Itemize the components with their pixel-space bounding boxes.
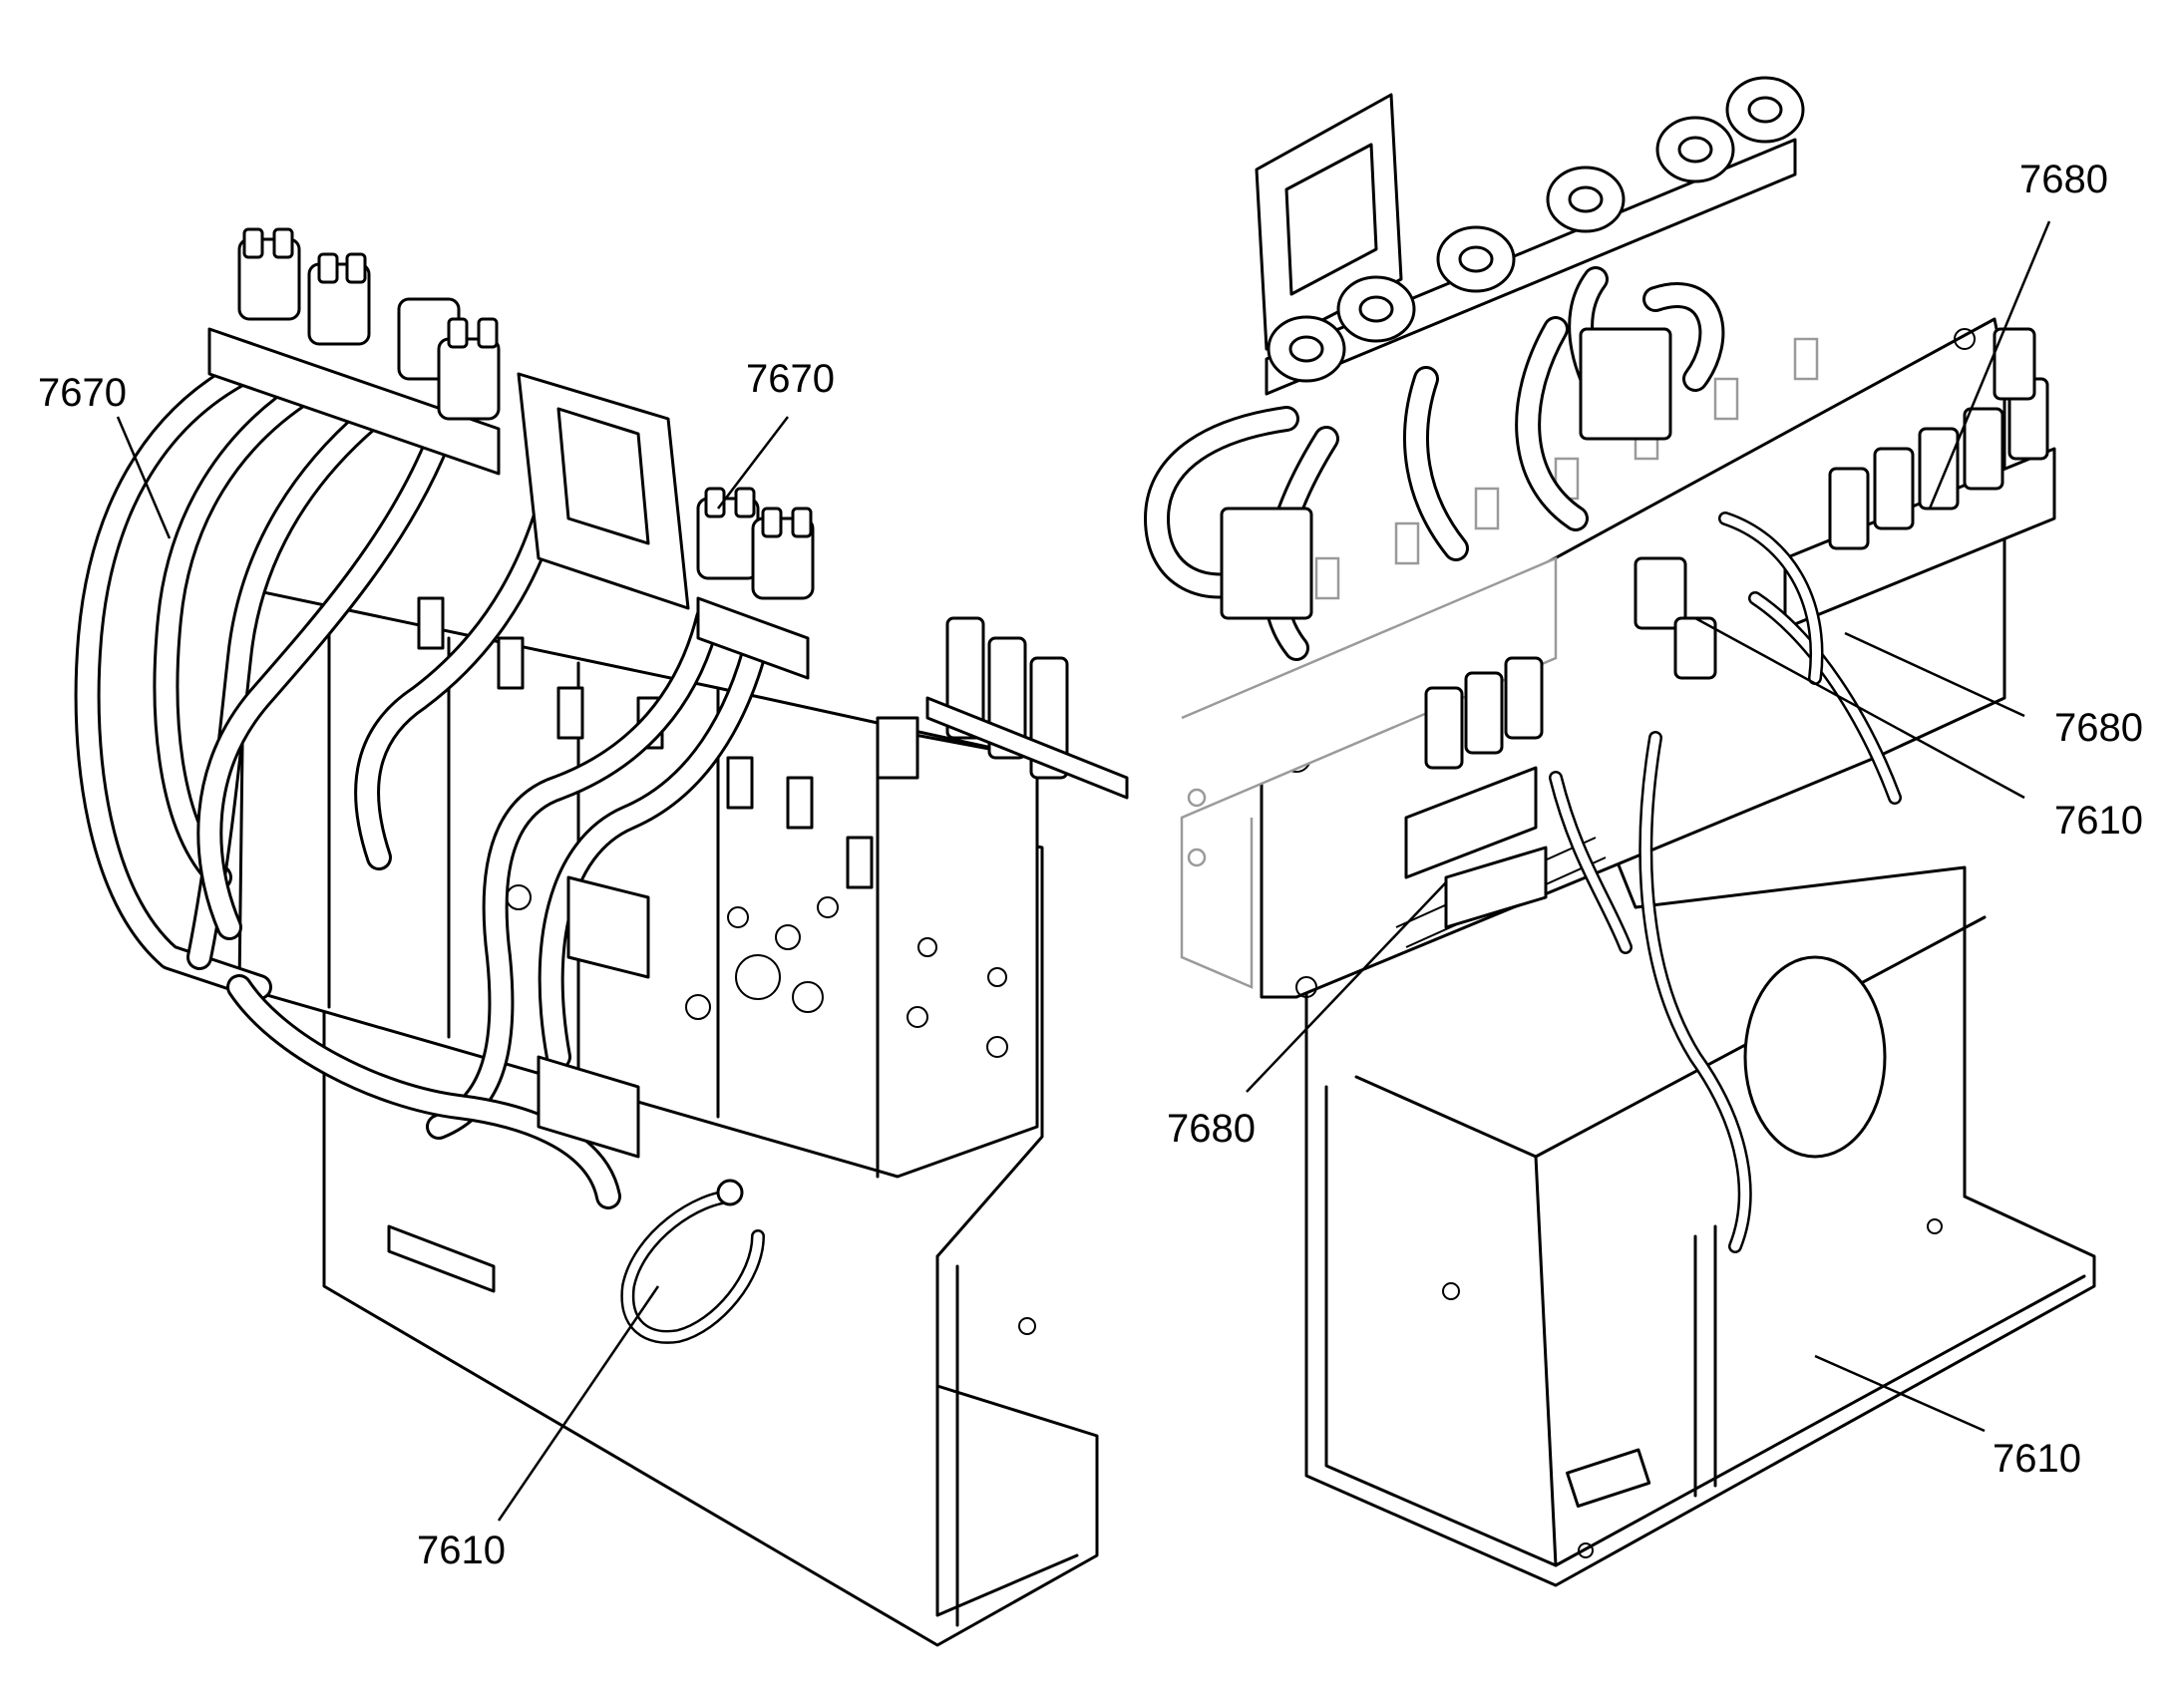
leader-c4 [1928, 220, 2051, 510]
leader-c5 [1844, 631, 2025, 718]
leader-c6 [1694, 616, 2025, 800]
leader-c8 [1814, 1354, 1986, 1433]
right-base-stand [1304, 855, 2096, 1587]
callout-label: 7680 [2054, 706, 2143, 750]
left-hydraulic-pipes [74, 356, 771, 1209]
callout-label: 7670 [746, 357, 835, 401]
left-check-valves [537, 875, 650, 1159]
left-control-valve [237, 586, 1039, 1179]
left-solenoid-stack [925, 616, 1129, 800]
callout-label: 7610 [1993, 1437, 2081, 1481]
right-solenoid-bank-upper [1783, 327, 2056, 630]
right-data-plate [1566, 1448, 1651, 1509]
leader-c7 [1246, 881, 1447, 1093]
left-assembly [74, 227, 1129, 1647]
right-assembly [1144, 76, 2096, 1587]
callout-label: 7610 [417, 1529, 506, 1572]
leader-c3 [497, 1285, 660, 1522]
callout-label: 7680 [2019, 158, 2108, 201]
right-hydraulic-pipes [1144, 266, 1725, 661]
right-control-valve [1180, 556, 1558, 989]
right-flange-fittings [1267, 76, 1805, 383]
leader-c2 [717, 416, 789, 510]
right-hoses [1549, 512, 1902, 1253]
right-solenoid-bank-lower [1404, 656, 1548, 929]
leader-lines [116, 220, 2051, 1522]
leader-c1 [116, 416, 172, 539]
callout-label: 7670 [38, 371, 127, 415]
left-manifold [207, 227, 815, 680]
left-hose-clamp [620, 1179, 765, 1344]
callout-label: 7610 [2054, 799, 2143, 843]
callout-label: 7680 [1167, 1107, 1256, 1151]
